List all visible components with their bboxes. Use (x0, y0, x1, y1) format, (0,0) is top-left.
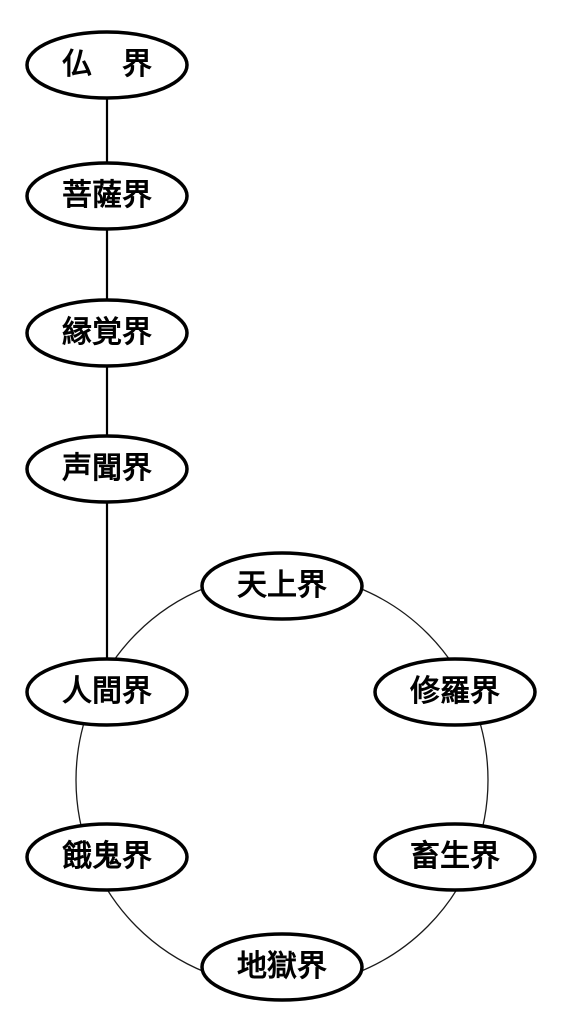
realm-node-pratyekabuddha-label: 縁覚界 (62, 315, 152, 350)
realm-node-human-ellipse (25, 657, 189, 727)
realm-node-sravaka: 声聞界 (25, 434, 189, 504)
realm-node-pratyekabuddha-ellipse (25, 298, 189, 368)
rebirth-cycle-ring (75, 572, 489, 988)
realm-node-buddha-ellipse (25, 30, 189, 100)
realm-node-hungry-ghost-ellipse (25, 822, 189, 892)
realm-node-human-label: 人間界 (62, 674, 152, 709)
realm-node-animal-ellipse (373, 822, 537, 892)
realm-node-hungry-ghost: 餓鬼界 (25, 822, 189, 892)
realm-node-sravaka-label: 声聞界 (62, 451, 152, 486)
realm-node-heaven-ellipse (200, 551, 364, 621)
realm-node-bodhisattva: 菩薩界 (25, 161, 189, 231)
realm-node-bodhisattva-label: 菩薩界 (62, 178, 152, 213)
realm-node-asura-label: 修羅界 (409, 674, 500, 709)
realm-node-heaven: 天上界 (200, 551, 364, 621)
realm-node-sravaka-ellipse (25, 434, 189, 504)
realm-node-asura-ellipse (373, 657, 537, 727)
realm-node-animal: 畜生界 (373, 822, 537, 892)
realm-node-bodhisattva-ellipse (25, 161, 189, 231)
realm-node-hell: 地獄界 (200, 932, 364, 1002)
rebirth-cycle-circle (75, 572, 489, 988)
realm-node-buddha: 仏 界 (25, 30, 189, 100)
realm-node-asura: 修羅界 (373, 657, 537, 727)
realm-node-heaven-label: 天上界 (237, 568, 327, 603)
realm-node-hell-ellipse (200, 932, 364, 1002)
realm-node-hungry-ghost-label: 餓鬼界 (62, 839, 152, 874)
realm-node-animal-label: 畜生界 (410, 839, 500, 874)
realm-node-hell-label: 地獄界 (237, 949, 327, 984)
realm-node-human: 人間界 (25, 657, 189, 727)
realm-node-buddha-label: 仏 界 (62, 47, 152, 82)
realm-node-pratyekabuddha: 縁覚界 (25, 298, 189, 368)
